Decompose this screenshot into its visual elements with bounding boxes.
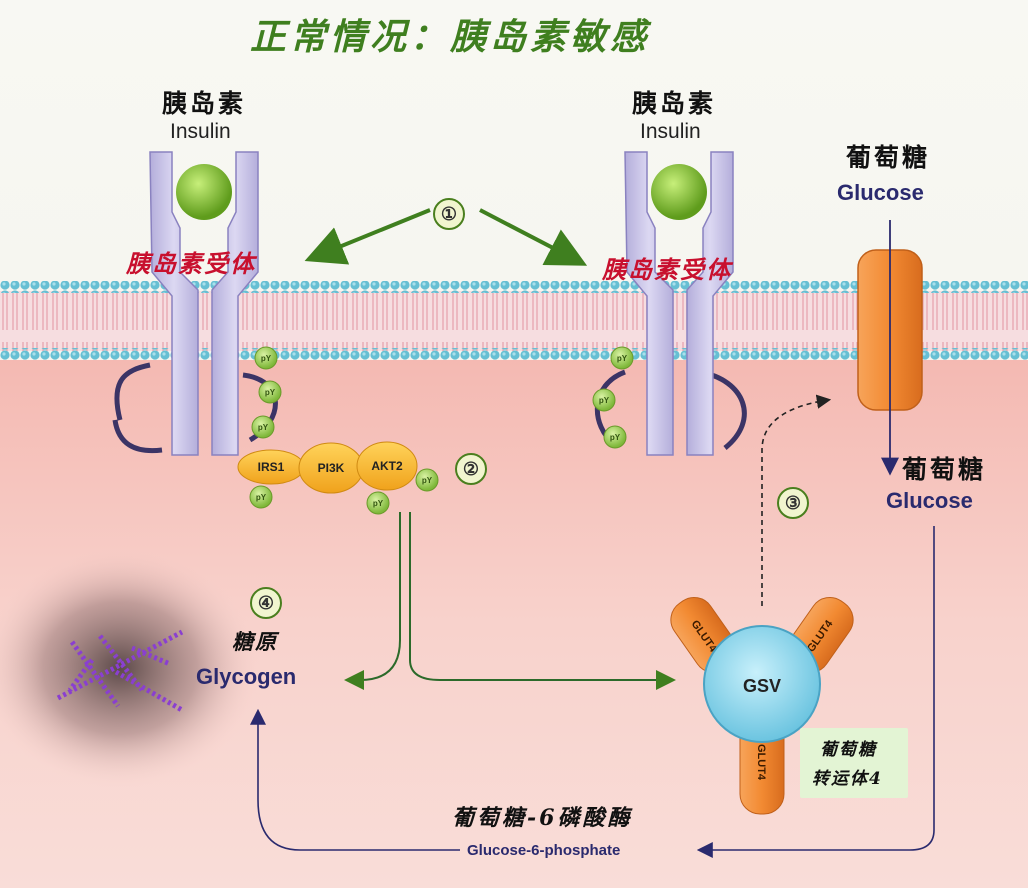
arrow-step1-right [479,208,588,266]
enzyme-en: Glucose-6-phosphate [467,842,621,859]
insulin-en-left: Insulin [170,120,231,143]
insulin-molecule-left [176,164,232,220]
glucose-cn-inside: 葡萄糖 [902,455,987,484]
insulin-cn-right: 胰岛素 [632,89,717,118]
py-group-left: pY pY pY pY pY pY [249,346,439,515]
receptor-label-right: 胰岛素受体 [602,255,732,284]
py-label-3: pY [256,493,267,502]
py-label-5: pY [373,499,384,508]
arrow-enzyme-to-glycogen [250,708,460,851]
insulin-receptor-right [594,151,747,456]
py-label-4: pY [422,476,433,485]
insulin-en-right: Insulin [640,120,701,143]
py-label-1: pY [265,388,276,397]
step-4-badge: ④ [250,587,282,619]
arrow-to-glycogen [344,512,401,690]
py-label-0: pY [261,354,272,363]
glut4-note-box [800,728,908,798]
glucose-en-outside: Glucose [837,180,924,205]
py-label-8: pY [610,433,621,442]
gsv-vesicle: GLUT4 GLUT4 GLUT4 GSV [670,596,854,815]
step-1-badge: ① [433,198,465,230]
arrow-step1-left [304,208,431,265]
glut4-note-line2: 转运体4 [812,769,883,789]
enzyme-cn: 葡萄糖-6磷酸酶 [452,805,633,831]
py-label-7: pY [599,396,610,405]
insulin-cn-left: 胰岛素 [162,89,247,118]
glycogen-cn: 糖原 [232,629,278,654]
glut4-label-3: GLUT4 [755,744,767,781]
glycogen-shadow [0,548,260,788]
glycogen-chains [56,629,184,713]
gsv-label: GSV [743,676,781,696]
signaling-complex: IRS1 PI3K AKT2 [237,441,418,494]
page-title: 正常情况：胰岛素敏感 [250,16,651,58]
step-3-badge: ③ [777,487,809,519]
arrow-gsv-translocation [761,394,832,606]
py-label-6: pY [617,354,628,363]
pi3k-label: PI3K [318,461,345,475]
irs1-label: IRS1 [258,460,285,474]
py-label-2: pY [258,423,269,432]
arrow-to-gsv [409,512,676,690]
receptor-label-left: 胰岛素受体 [126,249,256,278]
step-2-badge: ② [455,453,487,485]
akt2-label: AKT2 [371,459,403,473]
glycogen-en: Glycogen [196,664,297,689]
arrow-glucose-to-enzyme [696,526,935,858]
glut4-note-line1: 葡萄糖 [820,740,877,760]
py-group-right: pY pY pY [592,346,634,449]
glucose-en-inside: Glucose [886,488,973,513]
glucose-cn-outside: 葡萄糖 [846,143,931,172]
insulin-molecule-right [651,164,707,220]
